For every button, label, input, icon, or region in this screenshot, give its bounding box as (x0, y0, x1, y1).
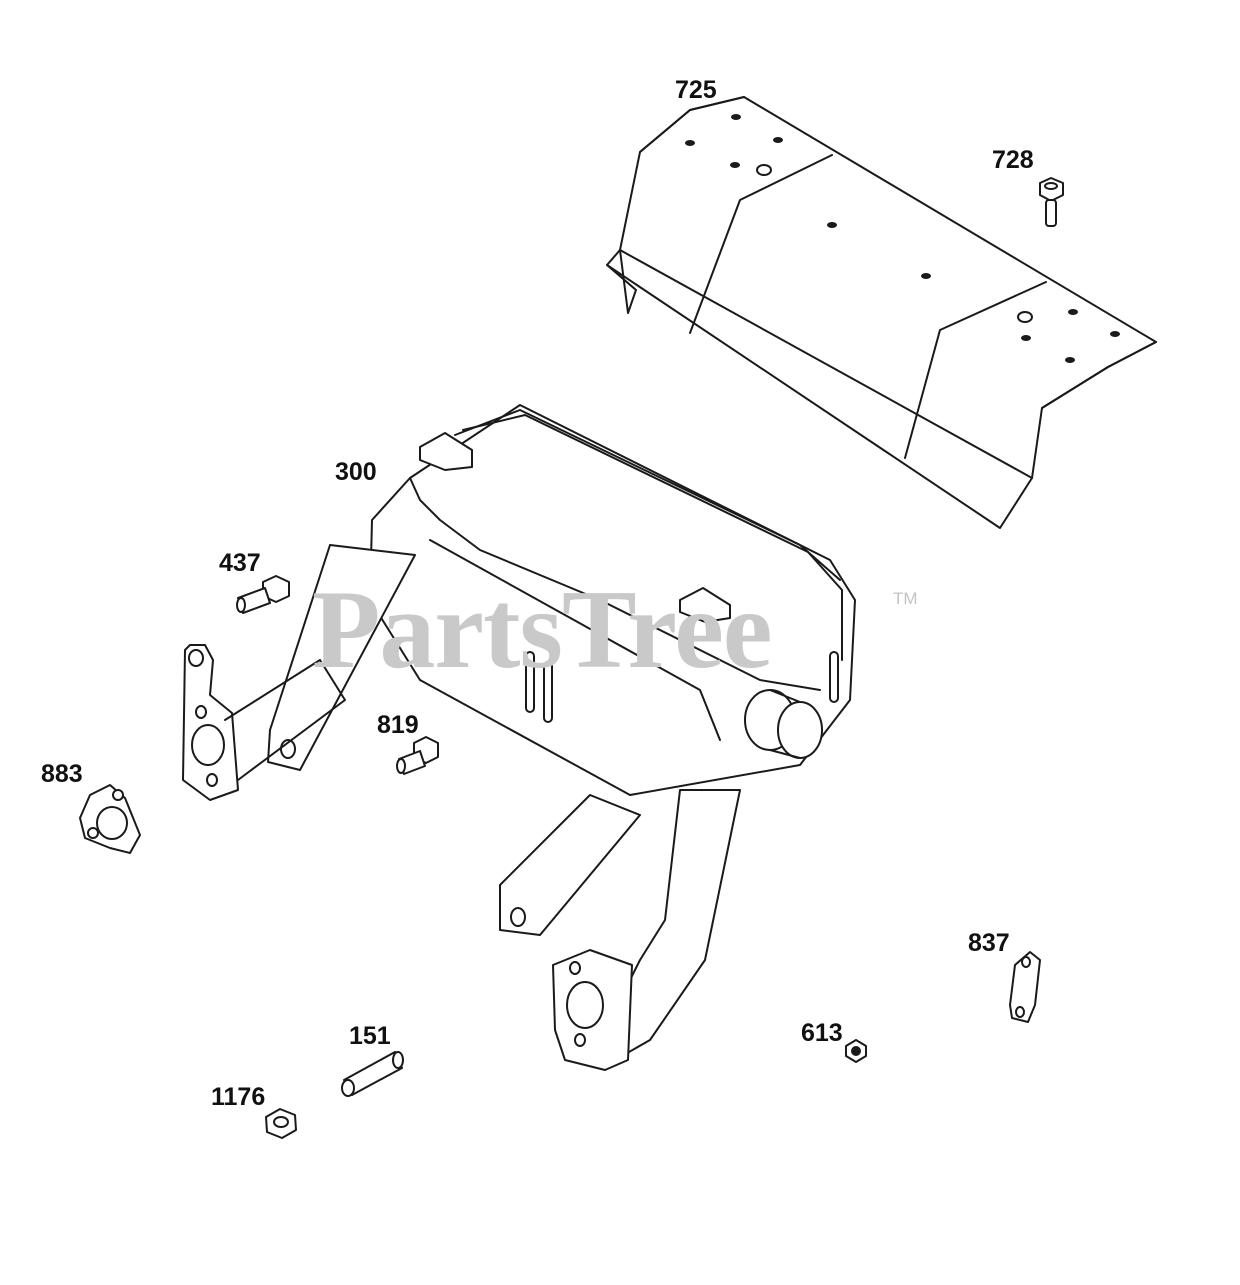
stud-151-drawing (342, 1052, 403, 1096)
part-label-437[interactable]: 437 (219, 549, 261, 577)
part-label-1176[interactable]: 1176 (211, 1083, 266, 1111)
part-label-151[interactable]: 151 (349, 1022, 391, 1050)
watermark-trademark: TM (893, 589, 918, 608)
bracket-837-drawing (1010, 952, 1040, 1022)
part-label-819[interactable]: 819 (377, 711, 419, 739)
part-label-613[interactable]: 613 (801, 1019, 843, 1047)
screw-613-drawing (846, 1040, 866, 1062)
screw-437-drawing (237, 576, 289, 613)
part-label-883[interactable]: 883 (41, 760, 83, 788)
part-label-728[interactable]: 728 (992, 146, 1034, 174)
gasket-883-drawing (80, 785, 140, 853)
nut-1176-drawing (266, 1109, 296, 1138)
watermark-brand: PartsTree (312, 568, 773, 692)
part-label-300[interactable]: 300 (335, 458, 377, 486)
screw-728-drawing (1040, 178, 1063, 226)
heat-shield-725-drawing (607, 97, 1156, 528)
screw-819-drawing (397, 737, 438, 774)
part-label-837[interactable]: 837 (968, 929, 1010, 957)
part-label-725[interactable]: 725 (675, 76, 717, 104)
muffler-300-drawing (183, 405, 855, 1070)
